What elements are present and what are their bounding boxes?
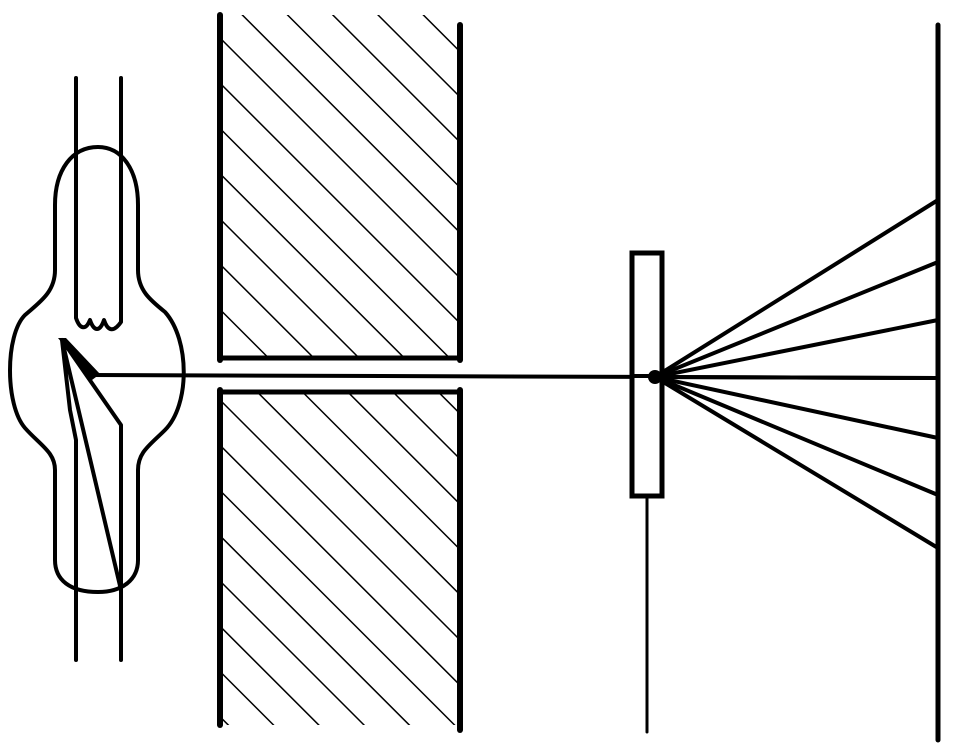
- xray-tube: [8, 76, 186, 662]
- diffracted-beam: [653, 375, 940, 440]
- crystal-sample: [629, 250, 665, 734]
- diffracted-beam: [653, 375, 940, 380]
- tube-cathode: [74, 163, 123, 332]
- lead-collimator-block: [217, 12, 463, 733]
- tube-anode-face: [58, 338, 100, 380]
- tube-glass-envelope: [8, 145, 186, 594]
- diffracted-beam: [653, 198, 940, 379]
- diffracted-beam: [653, 260, 940, 379]
- diffracted-beam: [653, 375, 940, 497]
- collimator-lower-half: [220, 390, 460, 725]
- diffracted-beam: [653, 375, 940, 550]
- collimator-upper-half: [220, 15, 460, 360]
- diffracted-beam: [653, 318, 940, 379]
- tube-anode: [60, 338, 123, 592]
- diffracted-beams: [653, 198, 940, 550]
